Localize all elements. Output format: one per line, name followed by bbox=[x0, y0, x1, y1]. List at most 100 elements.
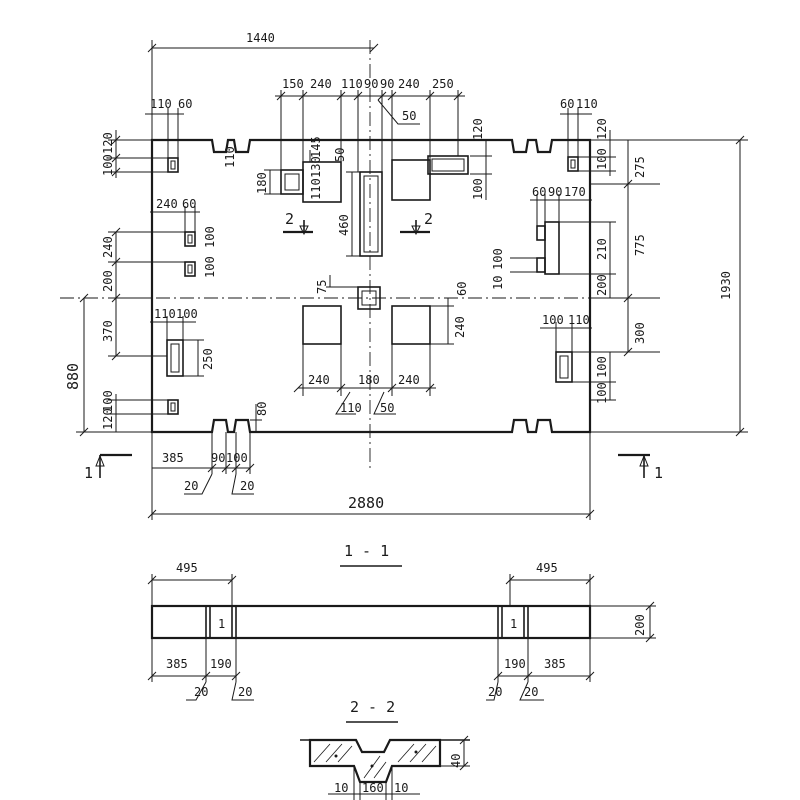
dim-label: 100 bbox=[595, 356, 609, 378]
dimension-ticks bbox=[79, 91, 745, 473]
dim-label: 190 bbox=[504, 657, 526, 671]
dim-label: 90 bbox=[548, 185, 562, 199]
dim-label: 60 bbox=[560, 97, 574, 111]
dim-label: 180 bbox=[255, 172, 269, 194]
dim-label: 170 bbox=[564, 185, 586, 199]
dim-label: 60 bbox=[178, 97, 192, 111]
slot-left bbox=[166, 339, 184, 377]
dim-label: 1930 bbox=[719, 271, 733, 300]
dim-label: 240 bbox=[101, 236, 115, 258]
dim-label: 10 bbox=[491, 276, 505, 290]
dim-label: 495 bbox=[536, 561, 558, 575]
dim-label: 110 bbox=[568, 313, 590, 327]
block-lower-left bbox=[302, 305, 342, 345]
dim-label: 100 bbox=[203, 226, 217, 248]
dim-label: 50 bbox=[402, 109, 416, 123]
dim-label: 150 bbox=[282, 77, 304, 91]
dim-label: 120 bbox=[101, 132, 115, 154]
dim-label: 20 bbox=[488, 685, 502, 699]
dim-label: 20 bbox=[238, 685, 252, 699]
dim-label: 385 bbox=[544, 657, 566, 671]
dim-label: 40 bbox=[449, 754, 463, 768]
dim-label: 1 bbox=[218, 617, 225, 631]
dim-label: 20 bbox=[240, 479, 254, 493]
section-1-markers bbox=[95, 453, 650, 478]
dim-label: 100 bbox=[491, 248, 505, 270]
section-marker: 2 bbox=[424, 210, 433, 228]
section-title: 1 - 1 bbox=[344, 542, 389, 560]
section-2-2: 2 - 2 40 bbox=[300, 698, 470, 800]
section-2-body bbox=[308, 738, 442, 784]
section-marker: 1 bbox=[654, 464, 663, 482]
section-marker: 2 bbox=[285, 210, 294, 228]
dim-label: 100 bbox=[101, 154, 115, 176]
dim-label: 1 bbox=[510, 617, 517, 631]
dim-label: 200 bbox=[595, 274, 609, 296]
dim-label: 100 bbox=[595, 382, 609, 404]
plan-labels: 1440 150 240 110 90 90 240 250 50 110 60… bbox=[64, 31, 733, 512]
small-holes bbox=[167, 156, 579, 415]
dim-label: 240 bbox=[156, 197, 178, 211]
section-title: 2 - 2 bbox=[350, 698, 395, 716]
section-1-1: 1 - 1 bbox=[147, 542, 656, 701]
dim-label: 385 bbox=[166, 657, 188, 671]
dim-label: 110 bbox=[576, 97, 598, 111]
plan-view: 1440 150 240 110 90 90 240 250 50 110 60… bbox=[60, 31, 748, 520]
block-right-side bbox=[544, 221, 560, 275]
dim-label: 240 bbox=[398, 373, 420, 387]
dim-label: 120 bbox=[595, 118, 609, 140]
dim-label: 120 bbox=[101, 408, 115, 430]
central-slot bbox=[359, 171, 383, 257]
dim-label: 495 bbox=[176, 561, 198, 575]
dim-label: 90 bbox=[211, 451, 225, 465]
dim-label: 240 bbox=[453, 316, 467, 338]
dim-label: 100 bbox=[595, 148, 609, 170]
dim-label: 100 bbox=[176, 307, 198, 321]
dim-label: 370 bbox=[101, 320, 115, 342]
dim-label: 100 bbox=[542, 313, 564, 327]
dim-label: 160 bbox=[362, 781, 384, 795]
dim-label: 110 bbox=[150, 97, 172, 111]
dim-label: 460 bbox=[337, 214, 351, 236]
dim-label: 60 bbox=[455, 282, 469, 296]
section-marker: 1 bbox=[84, 464, 93, 482]
dim-label: 110 bbox=[340, 401, 362, 415]
dim-label: 100 bbox=[226, 451, 248, 465]
section-2-markers bbox=[283, 220, 430, 236]
dim-label: 275 bbox=[633, 156, 647, 178]
dim-label: 240 bbox=[310, 77, 332, 91]
dim-label: 110 bbox=[309, 178, 323, 200]
dim-label: 80 bbox=[255, 402, 269, 416]
dim-label: 60 bbox=[532, 185, 546, 199]
dim-label: 20 bbox=[194, 685, 208, 699]
dim-label: 2880 bbox=[348, 494, 384, 512]
central-square bbox=[357, 286, 381, 310]
dim-label: 90 bbox=[380, 77, 394, 91]
block-upper-right bbox=[391, 159, 431, 201]
dim-label: 250 bbox=[201, 348, 215, 370]
dim-label: 100 bbox=[101, 390, 115, 412]
dim-label: 145 bbox=[309, 136, 323, 158]
dim-label: 130 bbox=[309, 156, 323, 178]
dim-label: 240 bbox=[308, 373, 330, 387]
dim-label: 110 bbox=[223, 146, 237, 168]
dim-label: 240 bbox=[398, 77, 420, 91]
dim-label: 100 bbox=[471, 178, 485, 200]
dim-label: 50 bbox=[333, 148, 347, 162]
dim-label: 75 bbox=[315, 280, 329, 294]
dim-label: 100 bbox=[203, 256, 217, 278]
dim-label: 20 bbox=[524, 685, 538, 699]
section-1-body bbox=[150, 604, 592, 640]
dim-label: 50 bbox=[380, 401, 394, 415]
dim-label: 180 bbox=[358, 373, 380, 387]
dim-label: 775 bbox=[633, 234, 647, 256]
slot-right bbox=[555, 351, 573, 383]
dim-label: 190 bbox=[210, 657, 232, 671]
dim-label: 10 bbox=[394, 781, 408, 795]
dim-label: 90 bbox=[364, 77, 378, 91]
dim-label: 110 bbox=[154, 307, 176, 321]
dim-label: 200 bbox=[633, 614, 647, 636]
section-2-hatching bbox=[313, 743, 437, 779]
dim-label: 20 bbox=[184, 479, 198, 493]
